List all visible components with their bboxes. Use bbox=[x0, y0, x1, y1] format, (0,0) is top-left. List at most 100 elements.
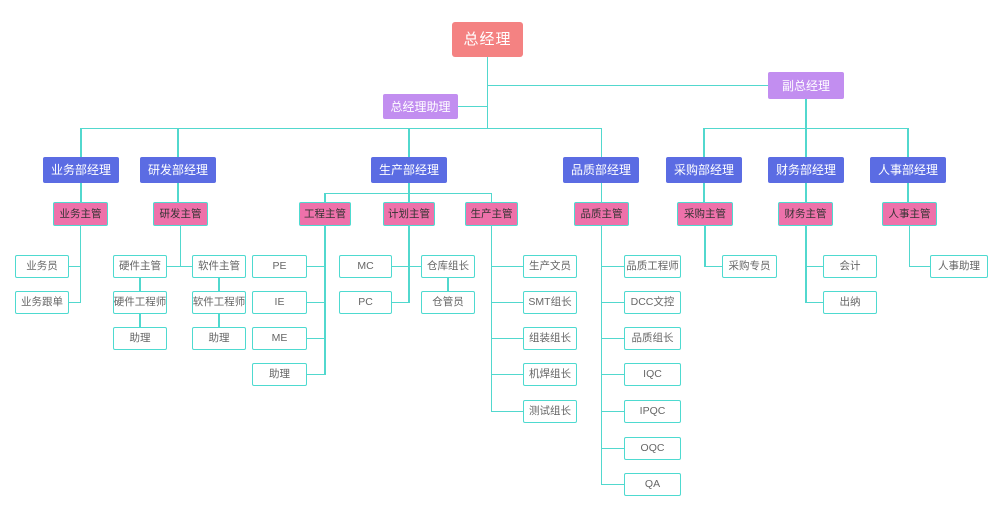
org-node-business-supervisor[interactable]: 业务主管 bbox=[53, 202, 108, 226]
connector-line-vertical bbox=[177, 127, 179, 158]
org-node-ie[interactable]: IE bbox=[252, 291, 307, 314]
org-node-engineering-supervisor[interactable]: 工程主管 bbox=[299, 202, 351, 226]
connector-line-vertical bbox=[179, 225, 182, 268]
connector-line-vertical bbox=[703, 127, 705, 158]
org-node-warehouse-leader[interactable]: 仓库组长 bbox=[421, 255, 475, 278]
org-node-hardware-engineer[interactable]: 硬件工程师 bbox=[113, 291, 167, 314]
connector-line-vertical bbox=[907, 182, 909, 203]
connector-line-vertical bbox=[600, 225, 603, 486]
connector-line-vertical bbox=[80, 127, 82, 158]
org-node-general-manager[interactable]: 总经理 bbox=[452, 22, 523, 57]
org-node-purchasing-supervisor[interactable]: 采购主管 bbox=[677, 202, 733, 226]
connector-line-vertical bbox=[324, 192, 326, 203]
connector-line-horizontal bbox=[306, 301, 326, 304]
connector-line-horizontal bbox=[704, 265, 723, 268]
org-node-gm-assistant[interactable]: 总经理助理 bbox=[383, 94, 458, 119]
org-node-sales-follow-up[interactable]: 业务跟单 bbox=[15, 291, 69, 314]
org-node-dcc-document-control[interactable]: DCC文控 bbox=[624, 291, 681, 314]
org-node-software-assistant[interactable]: 助理 bbox=[192, 327, 246, 350]
connector-line-horizontal bbox=[600, 265, 625, 268]
connector-line-horizontal bbox=[391, 301, 410, 304]
org-node-hr-assistant[interactable]: 人事助理 bbox=[930, 255, 988, 278]
connector-line-vertical bbox=[907, 127, 909, 158]
org-node-purchasing-specialist[interactable]: 采购专员 bbox=[722, 255, 777, 278]
connector-line-vertical bbox=[805, 225, 807, 304]
connector-line-vertical bbox=[408, 182, 410, 195]
org-node-assembly-leader[interactable]: 组装组长 bbox=[523, 327, 577, 350]
org-node-mc[interactable]: MC bbox=[339, 255, 392, 278]
org-node-cashier[interactable]: 出纳 bbox=[823, 291, 877, 314]
connector-line-horizontal bbox=[68, 301, 82, 304]
connector-line-vertical bbox=[79, 225, 82, 304]
org-node-quality-engineer[interactable]: 品质工程师 bbox=[624, 255, 681, 278]
org-node-hr-dept-manager[interactable]: 人事部经理 bbox=[870, 157, 946, 183]
connector-line-vertical bbox=[408, 225, 410, 304]
org-node-qa[interactable]: QA bbox=[624, 473, 681, 496]
connector-line-vertical bbox=[139, 313, 141, 328]
org-node-welding-leader[interactable]: 机焊组长 bbox=[523, 363, 577, 386]
connector-line-vertical bbox=[703, 182, 705, 203]
org-node-pc[interactable]: PC bbox=[339, 291, 392, 314]
connector-line-horizontal bbox=[805, 265, 824, 268]
connector-line-vertical bbox=[704, 225, 706, 268]
org-node-planning-supervisor[interactable]: 计划主管 bbox=[383, 202, 435, 226]
connector-line-vertical bbox=[408, 127, 410, 158]
org-node-software-supervisor[interactable]: 软件主管 bbox=[192, 255, 246, 278]
connector-line-vertical bbox=[490, 225, 493, 413]
org-node-production-dept-manager[interactable]: 生产部经理 bbox=[371, 157, 447, 183]
connector-line-vertical bbox=[600, 182, 603, 203]
org-node-software-engineer[interactable]: 软件工程师 bbox=[192, 291, 246, 314]
org-node-purchasing-dept-manager[interactable]: 采购部经理 bbox=[666, 157, 742, 183]
connector-line-horizontal bbox=[80, 127, 603, 130]
org-node-pe[interactable]: PE bbox=[252, 255, 307, 278]
connector-line-vertical bbox=[805, 182, 807, 203]
connector-line-vertical bbox=[447, 277, 449, 292]
connector-line-vertical bbox=[600, 127, 603, 158]
connector-line-horizontal bbox=[600, 410, 625, 413]
connector-line-horizontal bbox=[490, 265, 524, 268]
org-node-iqc[interactable]: IQC bbox=[624, 363, 681, 386]
org-node-hardware-assistant[interactable]: 助理 bbox=[113, 327, 167, 350]
connector-line-vertical bbox=[486, 56, 489, 130]
org-node-production-clerk[interactable]: 生产文员 bbox=[523, 255, 577, 278]
org-node-salesperson[interactable]: 业务员 bbox=[15, 255, 69, 278]
org-node-quality-supervisor[interactable]: 品质主管 bbox=[574, 202, 629, 226]
connector-line-vertical bbox=[80, 182, 82, 203]
org-node-quality-leader[interactable]: 品质组长 bbox=[624, 327, 681, 350]
connector-line-horizontal bbox=[306, 373, 326, 376]
org-node-hr-supervisor[interactable]: 人事主管 bbox=[882, 202, 937, 226]
org-node-deputy-gm[interactable]: 副总经理 bbox=[768, 72, 844, 99]
connector-line-horizontal bbox=[908, 265, 931, 268]
connector-line-horizontal bbox=[490, 410, 524, 413]
org-node-rd-dept-manager[interactable]: 研发部经理 bbox=[140, 157, 216, 183]
connector-line-horizontal bbox=[457, 105, 489, 108]
connector-line-horizontal bbox=[306, 265, 326, 268]
org-node-quality-dept-manager[interactable]: 品质部经理 bbox=[563, 157, 639, 183]
org-node-accountant[interactable]: 会计 bbox=[823, 255, 877, 278]
org-node-business-dept-manager[interactable]: 业务部经理 bbox=[43, 157, 119, 183]
connector-line-horizontal bbox=[490, 301, 524, 304]
org-node-finance-supervisor[interactable]: 财务主管 bbox=[778, 202, 833, 226]
connector-line-horizontal bbox=[490, 373, 524, 376]
connector-line-horizontal bbox=[600, 483, 625, 486]
connector-line-vertical bbox=[218, 313, 220, 328]
org-node-ipqc[interactable]: IPQC bbox=[624, 400, 681, 423]
connector-line-vertical bbox=[218, 277, 220, 292]
org-node-oqc[interactable]: OQC bbox=[624, 437, 681, 460]
connector-line-horizontal bbox=[600, 301, 625, 304]
org-node-warehouse-keeper[interactable]: 仓管员 bbox=[421, 291, 475, 314]
org-node-engineering-assistant[interactable]: 助理 bbox=[252, 363, 307, 386]
org-node-smt-leader[interactable]: SMT组长 bbox=[523, 291, 577, 314]
org-node-production-supervisor[interactable]: 生产主管 bbox=[465, 202, 518, 226]
connector-line-horizontal bbox=[166, 265, 193, 268]
connector-line-horizontal bbox=[805, 301, 824, 304]
connector-line-horizontal bbox=[486, 84, 769, 87]
org-node-rd-supervisor[interactable]: 研发主管 bbox=[153, 202, 208, 226]
org-node-hardware-supervisor[interactable]: 硬件主管 bbox=[113, 255, 167, 278]
org-node-me[interactable]: ME bbox=[252, 327, 307, 350]
connector-line-horizontal bbox=[600, 373, 625, 376]
connector-line-vertical bbox=[805, 98, 807, 130]
org-node-finance-dept-manager[interactable]: 财务部经理 bbox=[768, 157, 844, 183]
org-node-testing-leader[interactable]: 测试组长 bbox=[523, 400, 577, 423]
